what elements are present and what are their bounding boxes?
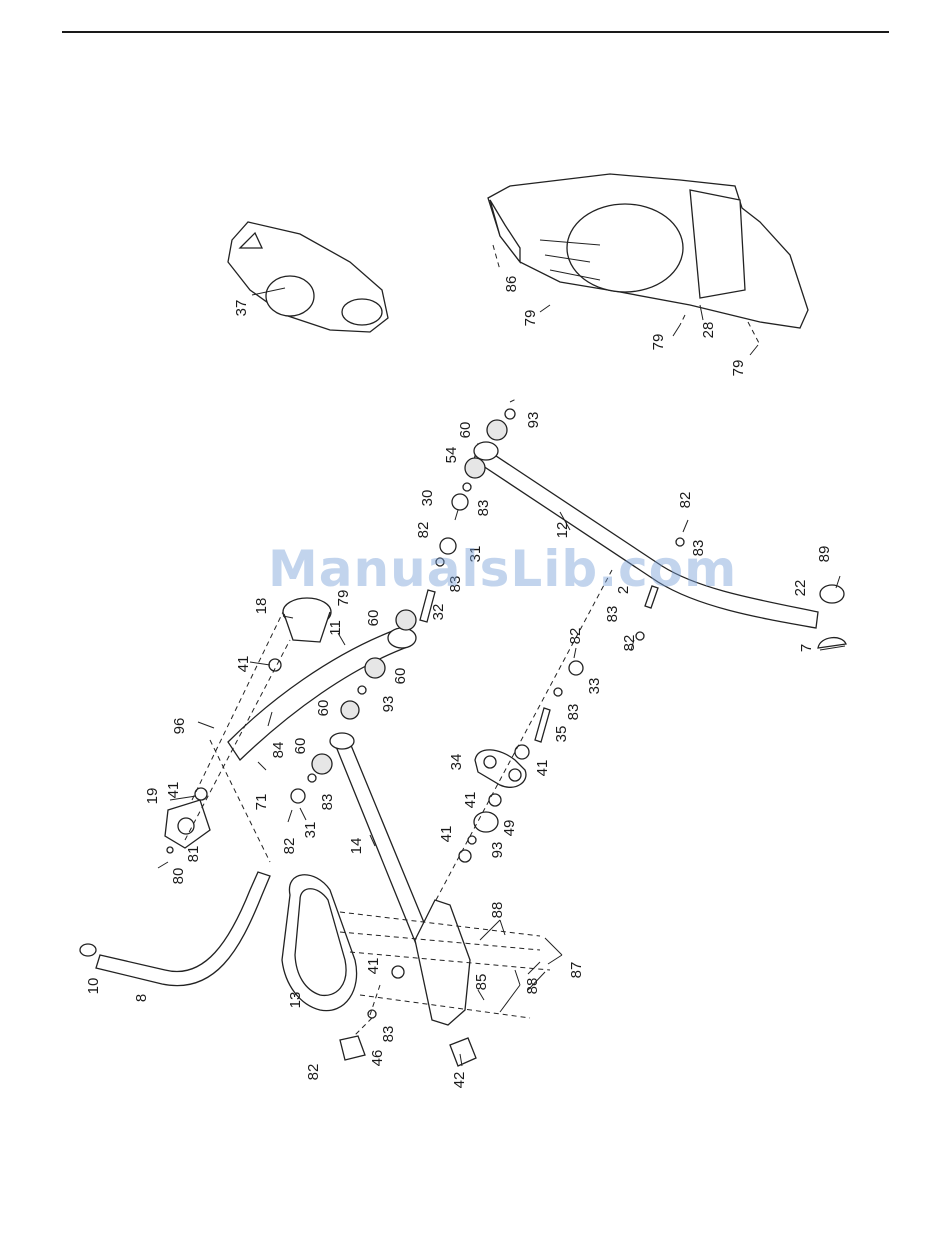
- label-82-f: 82: [305, 1064, 322, 1081]
- label-19: 19: [144, 788, 161, 805]
- part-42-and-46: [340, 1036, 476, 1066]
- label-88-b: 88: [524, 978, 541, 995]
- label-79-a: 79: [522, 310, 539, 327]
- label-82-c: 82: [621, 635, 638, 652]
- label-14: 14: [348, 838, 365, 855]
- part-8-handlebar: [96, 872, 270, 986]
- label-13: 13: [287, 992, 304, 1009]
- label-83-e: 83: [565, 704, 582, 721]
- label-32: 32: [430, 604, 447, 621]
- label-35: 35: [553, 726, 570, 743]
- label-41-e: 41: [165, 782, 182, 799]
- label-89: 89: [816, 546, 833, 563]
- label-41-c: 41: [438, 826, 455, 843]
- label-41-b: 41: [462, 792, 479, 809]
- part-22-and-7: [818, 585, 846, 648]
- label-79-c: 79: [730, 360, 747, 377]
- label-71: 71: [253, 794, 270, 811]
- label-83-f: 83: [319, 794, 336, 811]
- part-12-long-rail: [474, 442, 818, 628]
- label-60-e: 60: [292, 738, 309, 755]
- label-86: 86: [503, 276, 520, 293]
- label-82-d: 82: [567, 628, 584, 645]
- label-11: 11: [327, 620, 344, 636]
- label-96: 96: [171, 718, 188, 735]
- label-12: 12: [554, 522, 571, 539]
- label-41-a: 41: [534, 760, 551, 777]
- leader-lines: [170, 288, 845, 1066]
- label-31-b: 31: [302, 822, 319, 839]
- label-79-b: 79: [650, 334, 667, 351]
- label-34: 34: [448, 754, 465, 771]
- label-49: 49: [501, 820, 518, 837]
- alignment-lines: [185, 245, 760, 1035]
- label-28: 28: [700, 322, 717, 339]
- label-93-a: 93: [525, 412, 542, 429]
- part-18-cup: [283, 598, 331, 642]
- label-82-a: 82: [415, 522, 432, 539]
- part-10-end-cap: [80, 944, 96, 956]
- shafts: [420, 586, 658, 742]
- label-10: 10: [85, 978, 102, 995]
- watermark-text: ManualsLib.com: [268, 540, 708, 598]
- label-84: 84: [270, 742, 287, 759]
- label-88-a: 88: [489, 902, 506, 919]
- part-11-upper-arm: [228, 628, 416, 760]
- label-82-b: 82: [677, 492, 694, 509]
- label-80: 80: [170, 868, 187, 885]
- label-7: 7: [798, 644, 815, 652]
- label-60-d: 60: [315, 700, 332, 717]
- label-83-d: 83: [604, 606, 621, 623]
- label-93-c: 93: [380, 696, 397, 713]
- label-42: 42: [451, 1072, 468, 1089]
- label-54: 54: [443, 447, 460, 464]
- part-37-console-cover: [228, 222, 388, 332]
- label-8: 8: [133, 994, 150, 1002]
- label-60-a: 60: [457, 422, 474, 439]
- label-85: 85: [473, 974, 490, 991]
- label-87: 87: [568, 962, 585, 979]
- label-37: 37: [233, 300, 250, 317]
- part-19-housing: [165, 800, 210, 848]
- label-60-b: 60: [365, 610, 382, 627]
- part-49-roller: [474, 812, 498, 832]
- label-81: 81: [185, 846, 202, 863]
- label-82-e: 82: [281, 838, 298, 855]
- label-41-f: 41: [365, 958, 382, 975]
- label-41-d: 41: [235, 656, 252, 673]
- label-22: 22: [792, 580, 809, 597]
- label-30: 30: [419, 490, 436, 507]
- label-83-g: 83: [380, 1026, 397, 1043]
- part-28-shroud: [488, 174, 808, 328]
- label-33: 33: [586, 678, 603, 695]
- part-13-pedal: [282, 875, 357, 1011]
- label-46: 46: [369, 1050, 386, 1067]
- label-83-a: 83: [475, 500, 492, 517]
- label-93-b: 93: [489, 842, 506, 859]
- label-18: 18: [253, 598, 270, 615]
- label-60-c: 60: [392, 668, 409, 685]
